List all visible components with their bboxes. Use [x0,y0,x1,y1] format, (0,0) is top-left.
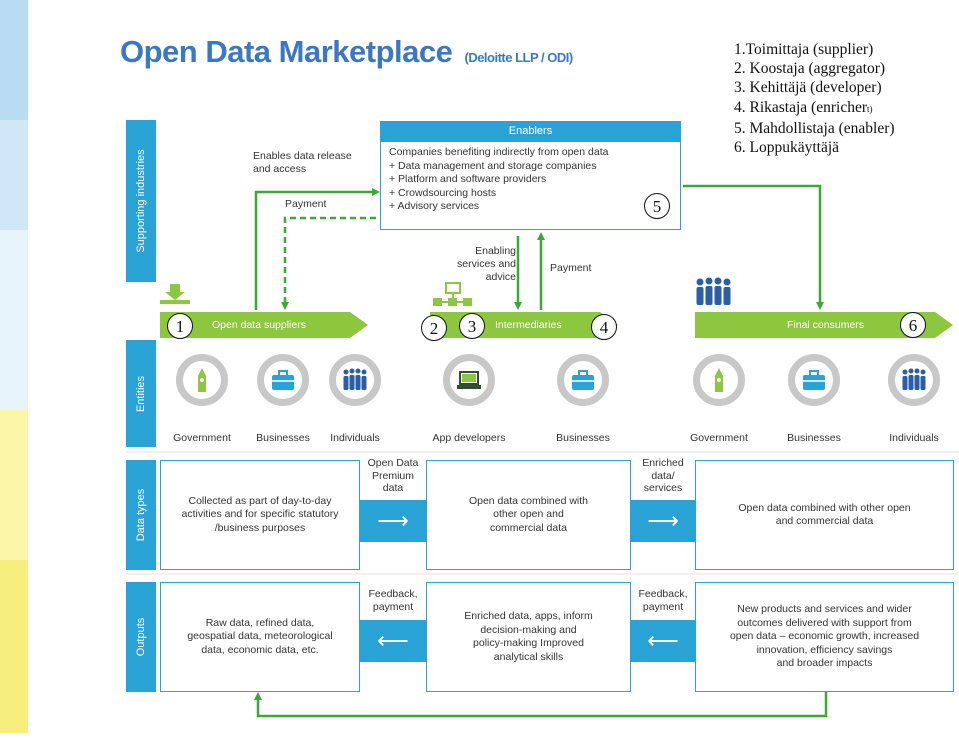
number-marker-4: 4 [591,314,617,340]
title-text: Open Data Marketplace [120,34,453,69]
briefcase-icon [572,370,594,390]
legend-item: 1.Toimittaja (supplier) [734,41,874,58]
briefcase-icon [803,370,825,390]
entity-label: Government [690,432,748,444]
tower-icon [198,368,206,392]
output-box-suppliers: Raw data, refined data, geospatial data,… [160,582,360,692]
output-arrow-label: Feedback, payment [368,588,418,613]
left-decor-strip-graphic [0,0,28,733]
number-marker-2: 2 [421,315,447,341]
entity-label: App developers [432,432,506,444]
enables-release-arrow [254,188,380,310]
entity-label: Businesses [256,432,310,444]
download-icon [160,284,190,304]
number-marker-6: 6 [900,312,926,338]
network-icon [433,282,472,306]
data-type-box-consumers: Open data combined with other open and c… [695,460,954,570]
page-title: Open Data Marketplace (Deloitte LLP / OD… [120,34,573,70]
output-arrow-label: Feedback, payment [638,588,688,613]
people-group-icon [696,277,731,305]
entity-circle [888,354,940,406]
enablers-to-consumers-arrow [683,184,824,310]
right-arrow-icon: ⟶ [647,508,679,533]
entity-circle [788,354,840,406]
tower-icon [715,368,723,392]
people-icon [343,368,367,390]
flow-bar-tip [935,312,953,338]
entity-circle [176,354,228,406]
payment-note-mid: Payment [550,262,592,274]
flow-bar-consumers: Final consumers [695,312,935,338]
briefcase-icon [272,370,294,390]
flow-bar-intermediaries: Intermediaries [430,312,600,338]
row-label-outputs: Outputs [126,582,156,692]
entity-label: Individuals [889,432,939,444]
legend-item: 6. Loppukäyttäjä [734,139,840,157]
left-arrow-box: ⟵ [360,620,426,662]
legend-item: 4. Rikastaja (enrichert) [734,98,895,119]
left-arrow-icon: ⟵ [377,628,409,653]
entity-circle [693,354,745,406]
entity-label: Businesses [787,432,841,444]
right-arrow-icon: ⟶ [377,508,409,533]
entity-circle [257,354,309,406]
data-type-arrow-label: Open Data Premium data [367,457,419,494]
row-label-supporting: Supporting industries [126,120,156,282]
enables-release-note: Enables data release and access [253,150,352,175]
entity-label: Government [173,432,231,444]
legend-item: 3. Kehittäjä (developer) [734,79,882,97]
payment-dashed-arrow [281,216,376,310]
left-decor-strip [0,0,28,733]
flow-bar-tip [350,312,368,338]
role-legend: 1.Toimittaja (supplier) 2. Koostaja (agg… [734,40,895,157]
number-marker-5: 5 [644,193,670,219]
entity-label: Businesses [556,432,610,444]
legend-item-small: t) [866,103,873,114]
enablers-header: Enablers [380,121,681,142]
row-label-entities: Entities [126,340,156,447]
payment-note-left: Payment [285,198,327,210]
enablers-item: + Advisory services [389,200,480,212]
enabling-services-note: Enabling services and advice [457,245,516,283]
data-type-box-suppliers: Collected as part of day-to-day activiti… [160,460,360,570]
legend-item: 2. Koostaja (aggregator) [734,60,886,78]
entity-circle [329,354,381,406]
entity-circle [443,354,495,406]
enablers-box: Companies benefiting indirectly from ope… [380,142,681,230]
enablers-item: + Crowdsourcing hosts [389,186,497,199]
output-box-consumers: New products and services and wider outc… [695,582,954,692]
number-marker-1: 1 [167,313,193,339]
entity-circle [557,354,609,406]
legend-item: 5. Mahdollistaja (enabler) [734,119,895,137]
enablers-item: + Data management and storage companies [389,159,597,172]
laptop-icon [457,371,481,389]
legend-item-main: 4. Rikastaja (enricher [734,98,867,116]
number-marker-3: 3 [459,313,485,339]
data-type-arrow-label: Enriched data/ services [642,457,684,494]
enablers-item: + Platform and software providers [389,173,547,185]
right-arrow-box: ⟶ [631,500,695,542]
entity-label: Individuals [330,432,380,444]
left-arrow-icon: ⟵ [647,628,679,653]
data-type-box-intermediaries: Open data combined with other open and c… [426,460,631,570]
row-label-data-types: Data types [126,460,156,570]
right-arrow-box: ⟶ [360,500,426,542]
people-icon [902,368,926,390]
feedback-loop-arrow [254,692,828,718]
enablers-lead: Companies benefiting indirectly from ope… [389,146,609,158]
output-box-intermediaries: Enriched data, apps, inform decision-mak… [426,582,631,692]
title-source: (Deloitte LLP / ODI) [464,50,573,65]
left-arrow-box: ⟵ [631,620,695,662]
